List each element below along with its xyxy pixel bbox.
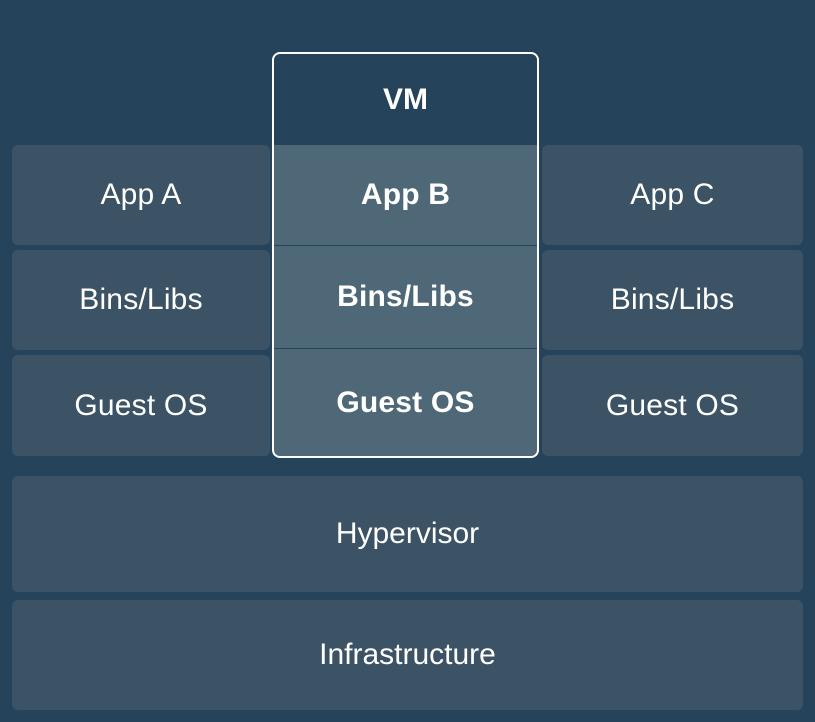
layer-hypervisor[interactable]: Hypervisor [12,476,803,592]
cell-guest-os-middle[interactable]: Guest OS [274,349,537,456]
cell-bins-libs-right[interactable]: Bins/Libs [542,250,803,350]
vm-frame-label: VM [383,82,428,116]
layer-infrastructure[interactable]: Infrastructure [12,600,803,710]
cell-bins-libs-middle[interactable]: Bins/Libs [274,246,537,348]
cell-bins-libs-left[interactable]: Bins/Libs [12,250,270,350]
cell-app-b[interactable]: App B [274,145,537,245]
cell-guest-os-left[interactable]: Guest OS [12,355,270,456]
cell-guest-os-right[interactable]: Guest OS [542,355,803,456]
cell-app-a[interactable]: App A [12,145,270,245]
cell-app-c[interactable]: App C [542,145,803,245]
